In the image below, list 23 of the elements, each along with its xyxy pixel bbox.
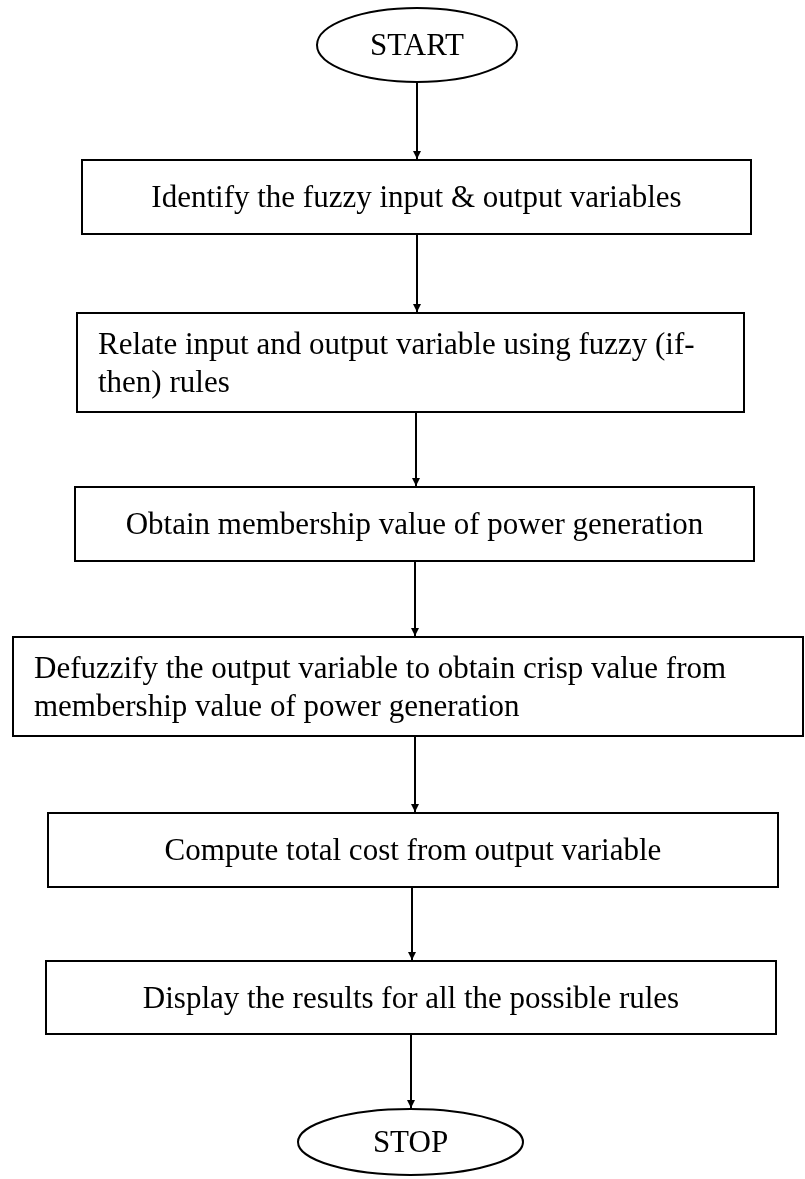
arrow bbox=[413, 82, 421, 160]
arrow bbox=[408, 887, 416, 961]
arrow bbox=[411, 736, 419, 813]
terminal-ellipse bbox=[316, 7, 518, 83]
process-box bbox=[45, 960, 777, 1035]
step-text: Display the results for all the possible rules bbox=[142, 978, 680, 1017]
step-text: STOP bbox=[372, 1123, 449, 1161]
step-text: Defuzzify the output variable to obtain crisp value from membership value of power generation bbox=[34, 648, 728, 725]
process-box bbox=[47, 812, 779, 888]
process-box bbox=[76, 312, 745, 413]
step-text: Relate input and output variable using fuzzy (if-then) rules bbox=[98, 324, 696, 401]
step-text: Identify the fuzzy input & output variables bbox=[151, 178, 682, 216]
arrow bbox=[413, 234, 421, 313]
terminal-ellipse bbox=[297, 1108, 524, 1176]
arrow bbox=[407, 1034, 415, 1109]
process-box bbox=[12, 636, 804, 737]
process-box bbox=[74, 486, 755, 562]
step-text: Compute total cost from output variable bbox=[164, 831, 662, 869]
arrow bbox=[411, 561, 419, 637]
process-box bbox=[81, 159, 752, 235]
step-text: START bbox=[370, 26, 464, 64]
step-text: Obtain membership value of power generation bbox=[125, 505, 704, 543]
arrow bbox=[412, 412, 420, 487]
